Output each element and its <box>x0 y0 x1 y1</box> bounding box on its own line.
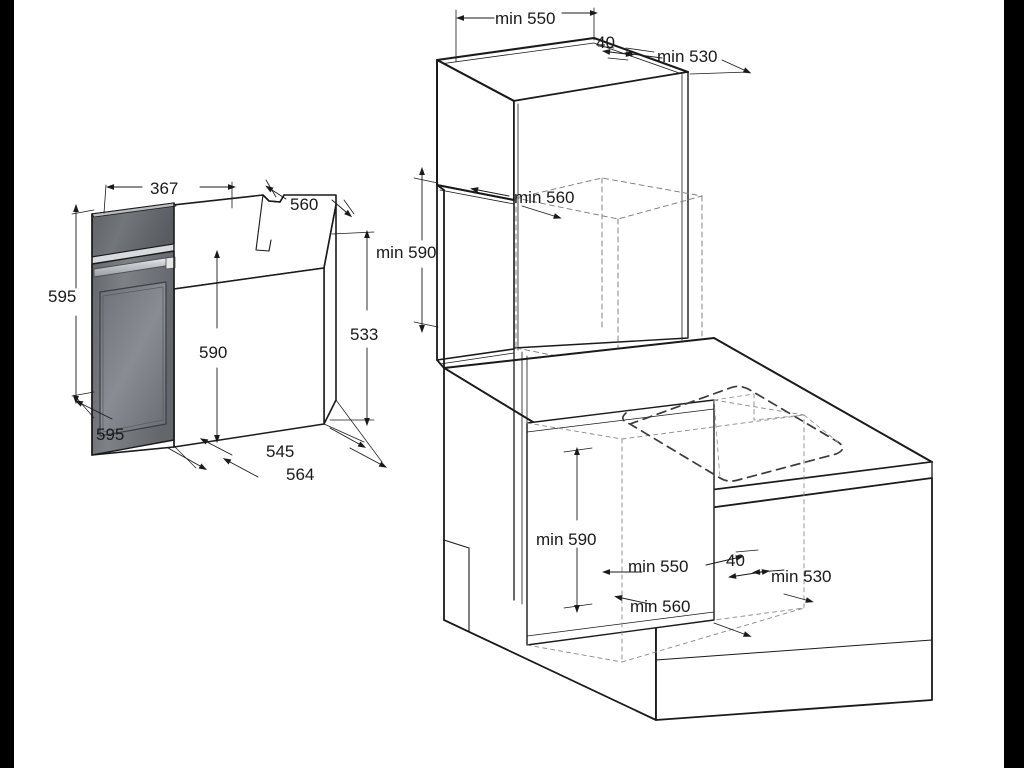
dim-560-arrow-right <box>331 199 353 218</box>
base-cabinet-figure <box>443 337 933 721</box>
label-min530-top: min 530 <box>657 47 717 66</box>
label-min550-top: min 550 <box>495 9 555 28</box>
label-min590-top: min 590 <box>376 243 436 262</box>
label-367: 367 <box>150 179 178 198</box>
oven-side-face <box>173 267 325 448</box>
label-min530-bottom: min 530 <box>771 567 831 586</box>
ext-545-right <box>323 423 365 443</box>
ext-min590t-bottom <box>413 321 439 328</box>
dim-40-arrows <box>601 49 635 57</box>
dim-min530-arrow-right <box>721 59 752 74</box>
tall-cabinet-bottom-front <box>436 348 515 361</box>
dim-564-arrow-right <box>349 447 388 468</box>
letterbox-right <box>1004 0 1024 768</box>
tall-cabinet-left-panel <box>436 184 445 369</box>
oven-appliance-figure <box>91 194 337 456</box>
ext-min590b-top <box>563 447 593 453</box>
dim-min550b-arrow-right <box>705 555 744 566</box>
label-40-bottom: 40 <box>726 551 745 570</box>
ext-595h-bottom <box>71 391 95 397</box>
ext-min530-lead <box>625 47 655 53</box>
label-595-height: 595 <box>48 287 76 306</box>
dim-595w-arrow-b <box>167 447 208 470</box>
label-595-width: 595 <box>96 425 124 444</box>
dim-564-arrow-left <box>222 458 259 478</box>
oven-bottom-front-edge <box>91 446 175 456</box>
label-590: 590 <box>199 343 227 362</box>
tall-cabinet-dimension-lines <box>413 7 752 334</box>
oven-dimension-lines <box>71 179 388 478</box>
base-cabinet-plinth-left <box>443 539 470 633</box>
label-min560-top: min 560 <box>514 188 574 207</box>
ext-560-left <box>265 179 277 198</box>
ext-40-a <box>607 57 629 61</box>
ext-533-top <box>331 231 375 235</box>
oven-door-glass <box>99 281 167 437</box>
letterbox-left <box>0 0 14 768</box>
ext-564-right <box>335 399 383 463</box>
dim-min560t-arrow-left <box>470 187 510 197</box>
tall-cabinet-shelf-front-2 <box>439 189 515 205</box>
dim-min560b-arrow-right <box>713 622 752 637</box>
base-niche-bottom-inner <box>526 611 715 637</box>
label-min560-bottom: min 560 <box>630 597 690 616</box>
label-533: 533 <box>350 325 378 344</box>
base-cabinet-dimension-lines <box>563 446 814 637</box>
dim-545-arrow-left <box>199 438 233 456</box>
hob-cutout-projection <box>713 393 839 479</box>
base-cabinet-plinth-right <box>655 639 933 661</box>
label-560: 560 <box>290 195 318 214</box>
oven-top-notch <box>262 194 285 203</box>
ext-min530-right <box>689 71 749 75</box>
ext-min590t-top <box>413 177 439 184</box>
label-40-top: 40 <box>596 33 615 52</box>
oven-panel-top-edge <box>91 202 177 218</box>
label-564: 564 <box>286 465 314 484</box>
drawing-canvas: 367 560 595 590 533 595 545 564 min 550 … <box>14 0 1004 768</box>
base-niche-hidden-depth <box>526 399 805 663</box>
oven-door-glass-inset <box>102 286 164 433</box>
tall-cabinet-right-face <box>513 71 689 349</box>
label-min550-bottom: min 550 <box>628 557 688 576</box>
ext-40-top <box>597 45 615 49</box>
oven-top-notch-fold <box>255 194 272 252</box>
tall-cabinet-bottom-front-2 <box>439 352 515 365</box>
oven-handle-endcap <box>165 256 176 270</box>
technical-drawing-svg: 367 560 595 590 533 595 545 564 min 550 … <box>48 7 933 721</box>
ext-560-right <box>343 199 355 215</box>
dim-min530b-arrow-left <box>751 569 785 575</box>
dim-595w-arrow-a <box>74 400 113 420</box>
ext-595h-top <box>71 209 95 215</box>
base-niche-opening <box>526 399 715 646</box>
dim-min560t-arrow-right <box>521 205 562 219</box>
ext-367-left <box>103 184 107 214</box>
dim-min530b-arrow-right <box>783 593 814 603</box>
base-cabinet-plinth-bottom <box>468 631 657 721</box>
dim-min530-arrow-left <box>623 51 663 59</box>
ext-40b-a <box>735 549 759 553</box>
label-545: 545 <box>266 442 294 461</box>
dimension-labels: 367 560 595 590 533 595 545 564 min 550 … <box>48 9 831 616</box>
dim-min560b-arrow-left <box>614 595 651 605</box>
ext-595w-a <box>73 394 95 419</box>
label-min590-bottom: min 590 <box>536 530 596 549</box>
ext-min590b-bottom <box>563 603 593 609</box>
dim-560-arrow-left <box>265 185 287 200</box>
dim-545-arrow-right <box>329 427 367 448</box>
ext-595w-b <box>173 445 197 469</box>
